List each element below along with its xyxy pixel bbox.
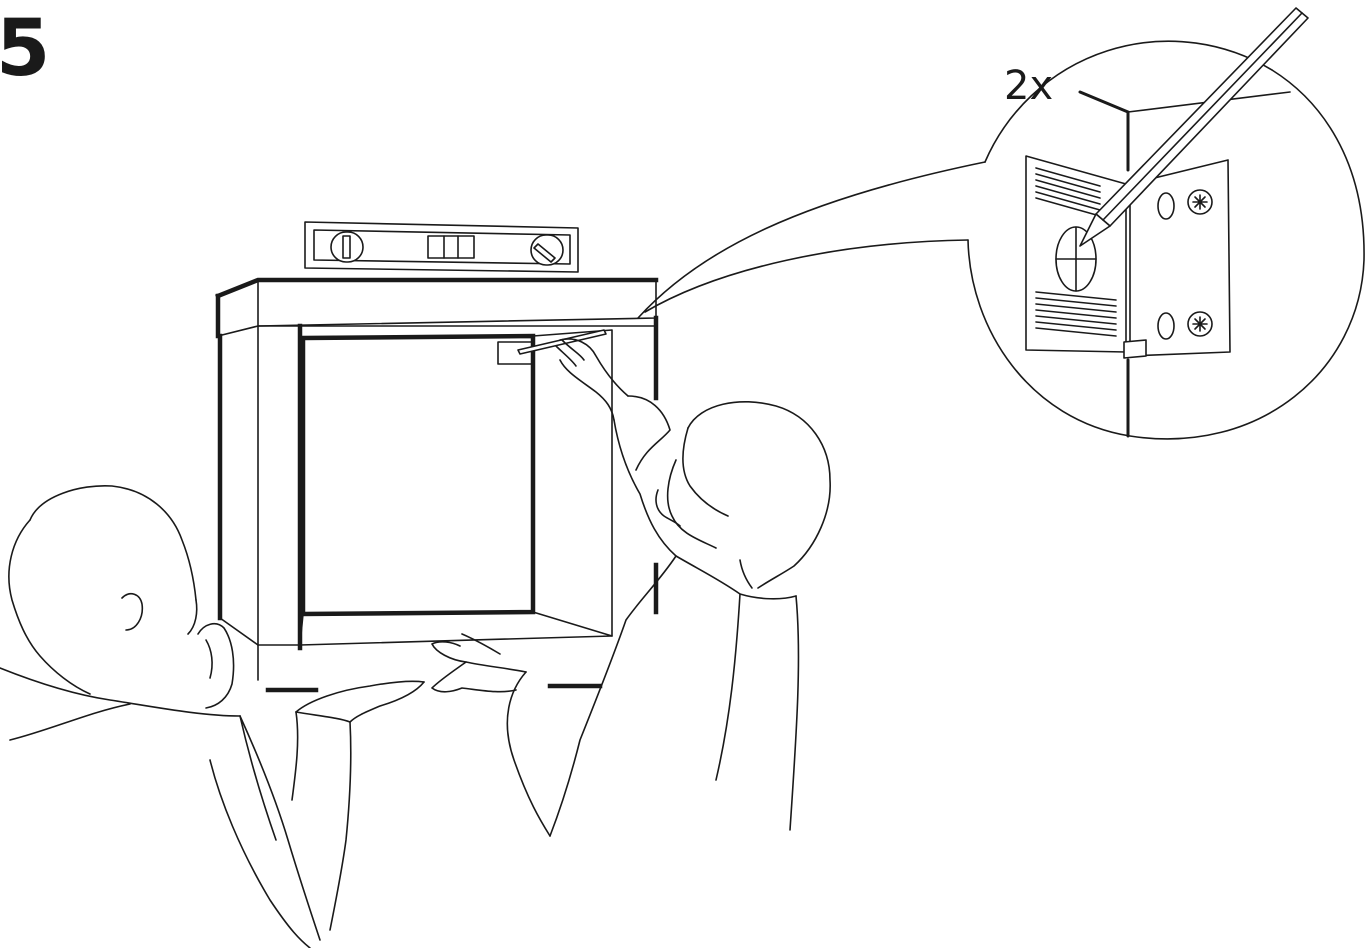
person-holding-cabinet	[0, 486, 424, 948]
spirit-level	[305, 222, 578, 272]
wall-cabinet	[218, 280, 656, 690]
person-marking-wall	[432, 339, 830, 836]
suspension-fitting	[1026, 92, 1290, 436]
detail-callout	[638, 41, 1364, 439]
quantity-label: 2x	[1004, 66, 1053, 106]
